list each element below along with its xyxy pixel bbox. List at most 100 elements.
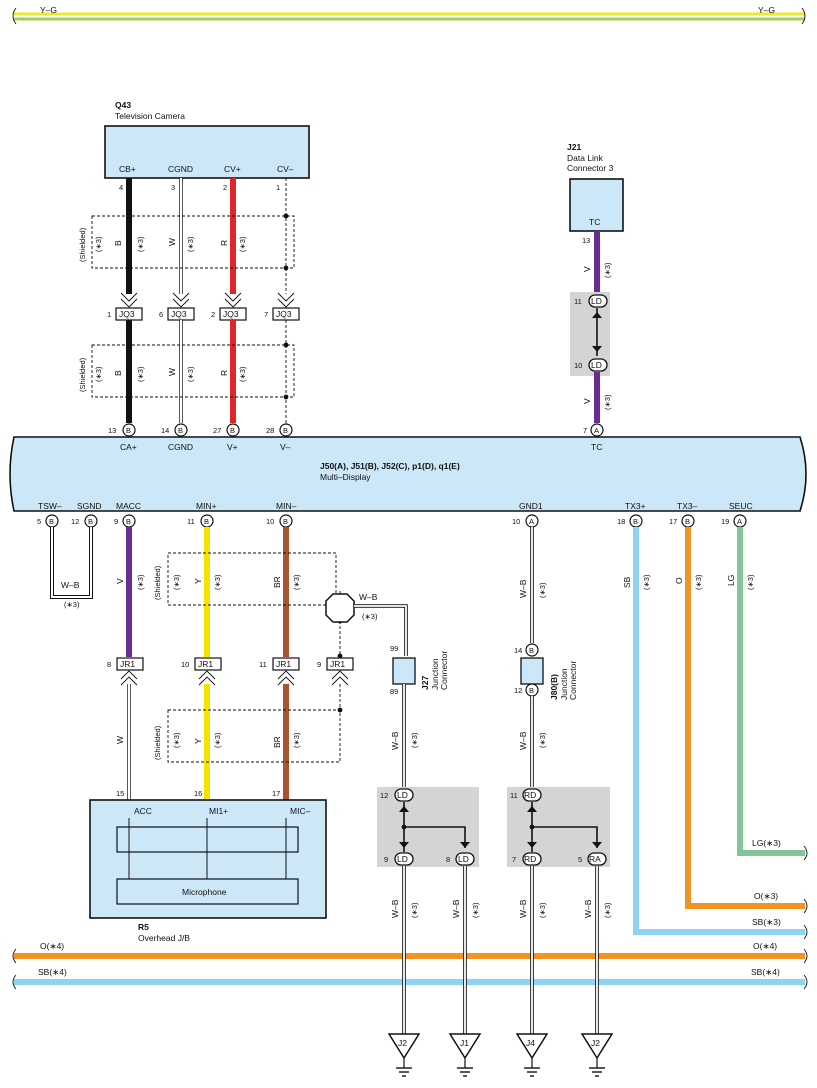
- r5-pin-num-17: 17: [272, 789, 280, 798]
- r5-wire-br-star: (∗3): [292, 732, 301, 748]
- jr1-pin-10: 10: [181, 660, 189, 669]
- shield-label-3: (Shielded): [153, 565, 162, 600]
- right-wire-lg-label: LG(∗3): [752, 838, 781, 848]
- j21-pin-label: TC: [589, 217, 600, 227]
- md-top-label-1: CA+: [120, 442, 137, 452]
- j27-name1: Junction: [430, 658, 440, 690]
- j27-pin-89: 89: [390, 687, 398, 696]
- md-top-conn-2: B: [178, 426, 183, 435]
- ground-symbol-j1: J1: [448, 1033, 482, 1077]
- gw2-star: (∗3): [471, 902, 480, 918]
- q43-pin-label-cv-plus: CV+: [224, 164, 241, 174]
- md-top-label-5: TC: [591, 442, 602, 452]
- q43-pin-num-4: 4: [119, 183, 123, 192]
- md-bot-label-tx3-plus: TX3+: [625, 501, 646, 511]
- md-bot-conn-5: B: [283, 517, 288, 526]
- bus-o-left: O(∗4): [40, 941, 64, 951]
- rd-bot-label-7: RD: [524, 854, 536, 864]
- r5-wire-w: W: [115, 736, 125, 744]
- md-top-num-5: 7: [583, 426, 587, 435]
- gnd1-wire-star: (∗3): [538, 582, 547, 598]
- ground-wires: W–B (∗3) W–B (∗3) W–B (∗3) W–B (∗3) J2 J…: [387, 866, 614, 1077]
- q43-pin-label-cv-minus: CV–: [277, 164, 294, 174]
- md-bot-label-seuc: SEUC: [729, 501, 753, 511]
- md-top-label-3: V+: [227, 442, 238, 452]
- j27-junction-connector: 99 89 J27 Junction Connector W–B (∗3): [390, 644, 449, 790]
- rd-bot-pin-5: 5: [578, 855, 582, 864]
- md-top-label-4: V–: [280, 442, 291, 452]
- tsw-loop-star: (∗3): [64, 600, 80, 609]
- q43-wire-r-upper: R: [219, 240, 229, 246]
- r5-wire-y-star: (∗3): [213, 732, 222, 748]
- md-bot-num-9: 19: [721, 517, 729, 526]
- r5-pin-num-16: 16: [194, 789, 202, 798]
- jq3-connectors: JQ3 JQ3 JQ3 JQ3 1 6 2 7: [107, 292, 300, 321]
- jr1-label-3: JR1: [276, 659, 291, 669]
- md-bot-label-sgnd: SGND: [77, 501, 102, 511]
- md-bot-label-min-minus: MIN–: [276, 501, 297, 511]
- gw2-color: W–B: [451, 899, 461, 918]
- md-bot-conn-7: B: [633, 517, 638, 526]
- j21-name2: Connector 3: [567, 163, 614, 173]
- md-bot-conn-3: B: [126, 517, 131, 526]
- bus-o-right: O(∗4): [753, 941, 777, 951]
- shield-label-2: (Shielded): [78, 357, 87, 392]
- r5-wire-y: Y: [193, 738, 203, 744]
- gw1-star: (∗3): [410, 902, 419, 918]
- ld-bot-label-8: LD: [458, 854, 469, 864]
- q43-wire-w-star-upper: (∗3): [186, 236, 195, 252]
- q43-wire-r-star-lower: (∗3): [238, 366, 247, 382]
- q43-television-camera: Q43 Television Camera CB+ CGND CV+ CV– 4…: [104, 100, 310, 192]
- r5-pin-label-mi1: MI1+: [209, 806, 228, 816]
- md-bot-num-6: 10: [512, 517, 520, 526]
- rd-bot-pin-7: 7: [512, 855, 516, 864]
- ld-top-pin-11: 11: [574, 297, 582, 306]
- ground-label-j4: J4: [526, 1038, 535, 1048]
- md-bot-num-2: 12: [71, 517, 79, 526]
- jr1-label-2: JR1: [198, 659, 213, 669]
- ground-symbol-j4: J4: [515, 1033, 549, 1077]
- jr1-to-r5-wires: (Shielded) (∗3) W Y (∗3) BR (∗3): [115, 684, 343, 800]
- j21-wire-star: (∗3): [603, 262, 612, 278]
- j27-pin-99: 99: [390, 644, 398, 653]
- gw3-star: (∗3): [538, 902, 547, 918]
- md-top-conn-1: B: [126, 426, 131, 435]
- md-top-label-2: CGND: [168, 442, 193, 452]
- md-top-num-3: 27: [213, 426, 221, 435]
- shield-star-2: (∗3): [94, 366, 103, 382]
- md-bottom-pins: TSW– SGND MACC MIN+ MIN– GND1 TX3+ TX3– …: [37, 501, 753, 528]
- q43-wire-r-star-upper: (∗3): [238, 236, 247, 252]
- shield-star-1: (∗3): [94, 236, 103, 252]
- jr1-pin-11: 11: [259, 660, 267, 669]
- r5-pin-num-15: 15: [116, 789, 124, 798]
- j21-name1: Data Link: [567, 153, 604, 163]
- ld-bottom-junction: LD 12 LD 9 LD 8: [377, 787, 479, 867]
- md-bot-label-macc: MACC: [116, 501, 141, 511]
- q43-code: Q43: [115, 100, 131, 110]
- jr1-label-4: JR1: [330, 659, 345, 669]
- ground-label-j1: J1: [460, 1038, 469, 1048]
- q43-wire-w-upper: W: [167, 238, 177, 246]
- md-bot-label-tx3-minus: TX3–: [677, 501, 698, 511]
- j27-name2: Connector: [439, 651, 449, 690]
- j21-wire-v: V: [582, 266, 592, 272]
- md-bot-num-8: 17: [669, 517, 677, 526]
- tsw-loop-wire: W–B: [61, 580, 80, 590]
- ground-label-j2-right: J2: [591, 1038, 600, 1048]
- q43-wire-b-lower: B: [113, 370, 123, 376]
- jq3-label-2: JQ3: [171, 309, 187, 319]
- ld-top-wire-star: (∗3): [603, 394, 612, 410]
- ld-bot-pin-12: 12: [380, 791, 388, 800]
- tx3-minus-wire-star: (∗3): [694, 574, 703, 590]
- q43-wires-upper: (Shielded) (∗3) B (∗3) W (∗3) R (∗3): [78, 178, 295, 294]
- j21-code: J21: [567, 142, 581, 152]
- seuc-wire-star: (∗3): [746, 574, 755, 590]
- q43-wire-b-star-upper: (∗3): [136, 236, 145, 252]
- tx3-minus-wire-o: O: [674, 577, 684, 584]
- md-wire-br-star: (∗3): [292, 574, 301, 590]
- j80-name1: Junction: [559, 668, 569, 700]
- jr1-label-1: JR1: [120, 659, 135, 669]
- j80-pin-12: 12: [514, 686, 522, 695]
- q43-name: Television Camera: [115, 111, 185, 121]
